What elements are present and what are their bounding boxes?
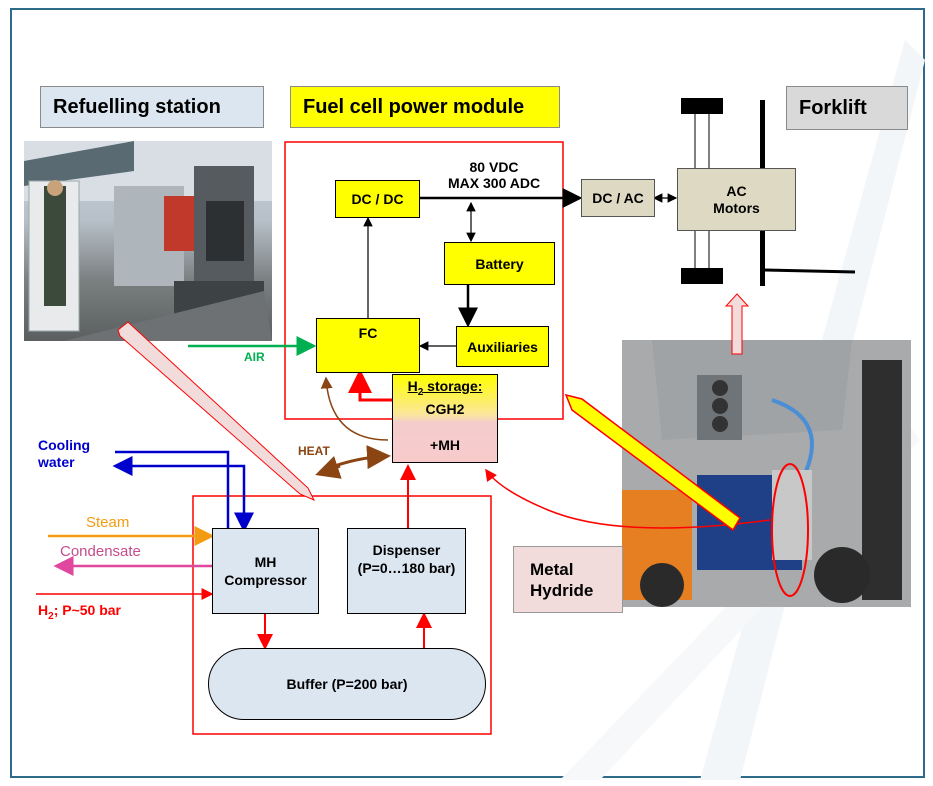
dispenser-box: Dispenser (P=0…180 bar): [347, 528, 466, 614]
dcdc-box: DC / DC: [335, 180, 420, 218]
cooling-out-line: [115, 450, 230, 530]
h2-storage-title: H2 storage:: [407, 378, 483, 398]
h2-inlet-label: H2; P~50 bar: [38, 602, 122, 622]
voltage-line1: 80 VDC: [469, 159, 519, 175]
cooling-in-line: [115, 464, 254, 533]
module-photo-pointer: [564, 393, 741, 532]
dcac-box: DC / AC: [581, 179, 655, 217]
fc-box: FC: [316, 318, 420, 373]
cgh2-label: CGH2: [425, 400, 465, 417]
fuel-cell-module-title: Fuel cell power module: [303, 95, 525, 118]
auxiliaries-label: Auxiliaries: [467, 338, 538, 355]
battery-box: Battery: [444, 242, 555, 285]
station-photo-pointer: [117, 321, 316, 501]
h2-storage-sub: 2: [417, 386, 424, 398]
metal-hydride-line1: Metal: [530, 559, 574, 579]
heat-label: HEAT: [298, 444, 330, 458]
refuelling-station-photo-art: [24, 141, 272, 341]
air-label: AIR: [244, 350, 265, 364]
buffer-label: Buffer (P=200 bar): [286, 676, 408, 692]
cooling-line2: water: [38, 454, 75, 470]
ac-motors-line2: Motors: [713, 199, 760, 216]
refuelling-station-photo: [24, 141, 272, 341]
heat-curve-arrow: [320, 376, 389, 441]
station-outline: [192, 495, 492, 735]
dispenser-line2: (P=0…180 bar): [357, 560, 456, 576]
cooling-line1: Cooling: [38, 437, 91, 453]
forklift-photo-pointer: [724, 293, 750, 355]
cooling-water-label: Cooling water: [38, 437, 90, 471]
ac-motors-box: AC Motors: [677, 168, 796, 231]
buffer-box: Buffer (P=200 bar): [208, 648, 486, 720]
refuelling-station-header: Refuelling station: [40, 86, 264, 128]
dcdc-label: DC / DC: [351, 191, 404, 207]
fc-label: FC: [358, 325, 378, 341]
dispenser-line1: Dispenser: [372, 542, 441, 558]
ac-motors-line1: AC: [726, 182, 747, 199]
dcac-label: DC / AC: [592, 190, 644, 206]
storage-fc-arrow: [348, 369, 392, 402]
steam-label: Steam: [86, 514, 130, 531]
h2-inlet-sub: 2: [48, 610, 54, 622]
fuel-cell-module-header: Fuel cell power module: [290, 86, 560, 128]
condensate-label: Condensate: [60, 543, 141, 560]
slide-frame: [10, 8, 925, 778]
mh-label: +MH: [430, 436, 460, 453]
heat-arrow-left: [315, 455, 342, 479]
metal-hydride-box: Metal Hydride: [513, 546, 623, 613]
forklift-title: Forklift: [799, 96, 867, 119]
battery-label: Battery: [475, 255, 524, 272]
compressor-line2: Compressor: [224, 572, 307, 588]
forklift-header: Forklift: [786, 86, 908, 130]
voltage-line2: MAX 300 ADC: [448, 175, 541, 191]
compressor-line1: MH: [254, 554, 277, 570]
metal-hydride-curve: [485, 468, 771, 529]
h2-storage-box: H2 storage: CGH2 +MH: [392, 374, 498, 463]
mh-compressor-box: MH Compressor: [212, 528, 319, 614]
auxiliaries-box: Auxiliaries: [456, 326, 549, 367]
voltage-label: 80 VDC MAX 300 ADC: [448, 159, 540, 191]
refuelling-station-title: Refuelling station: [53, 95, 221, 118]
metal-hydride-line2: Hydride: [530, 580, 594, 600]
